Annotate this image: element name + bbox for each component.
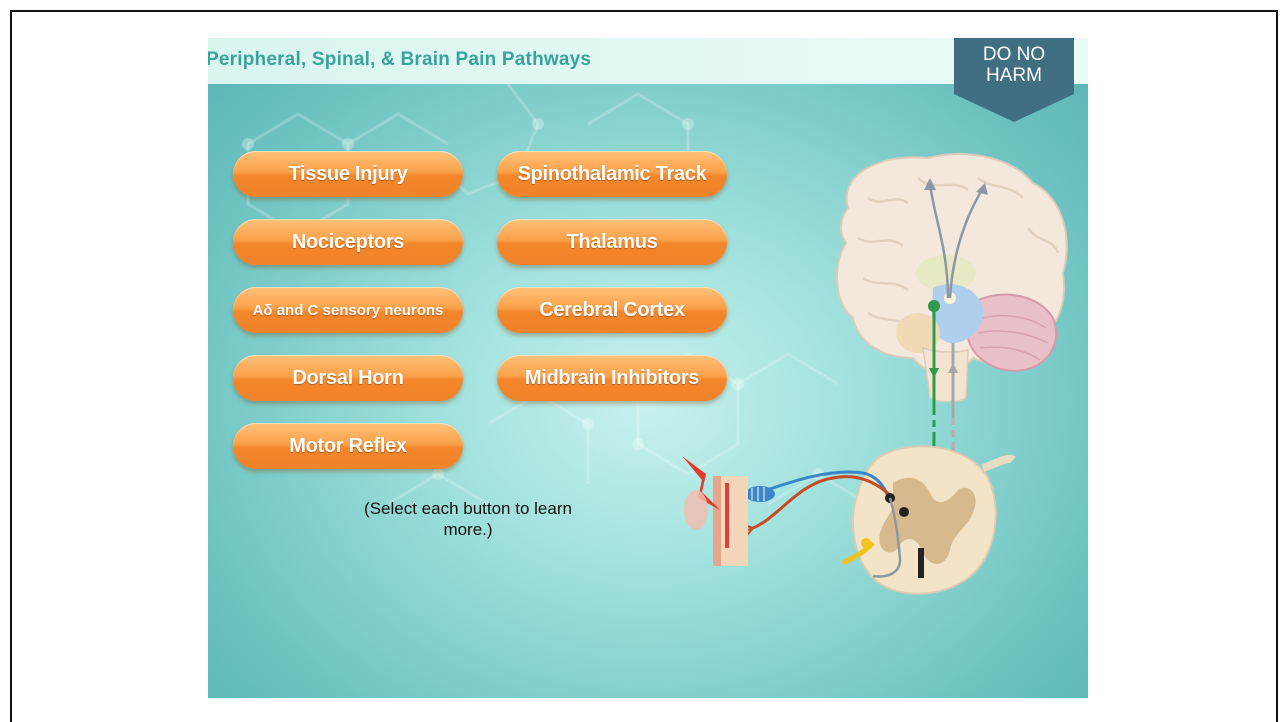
nociceptors-button[interactable]: Nociceptors <box>233 219 463 265</box>
do-no-harm-badge: DO NO HARM <box>954 38 1074 122</box>
page-title: Peripheral, Spinal, & Brain Pain Pathway… <box>208 49 591 71</box>
sensory-neurons-button[interactable]: Aδ and C sensory neurons <box>233 287 463 333</box>
slide: Peripheral, Spinal, & Brain Pain Pathway… <box>208 38 1088 698</box>
tissue-injury-illustration <box>682 456 748 566</box>
tissue-injury-button[interactable]: Tissue Injury <box>233 151 463 197</box>
dorsal-horn-button[interactable]: Dorsal Horn <box>233 355 463 401</box>
button-label: Aδ and C sensory neurons <box>243 302 454 319</box>
badge-label: DO NO HARM <box>974 44 1054 86</box>
button-label: Tissue Injury <box>288 163 407 186</box>
spinal-cord-cross-section <box>843 446 1013 593</box>
button-label: Nociceptors <box>292 231 404 254</box>
button-label: Motor Reflex <box>289 435 407 458</box>
badge-text: DO NO HARM <box>954 44 1074 86</box>
pain-pathway-illustration <box>668 138 1088 598</box>
instruction-text: (Select each button to learn more.) <box>358 498 578 540</box>
button-label: Cerebral Cortex <box>539 299 685 322</box>
button-label: Thalamus <box>567 231 658 254</box>
motor-reflex-button[interactable]: Motor Reflex <box>233 423 463 469</box>
button-label: Dorsal Horn <box>292 367 403 390</box>
